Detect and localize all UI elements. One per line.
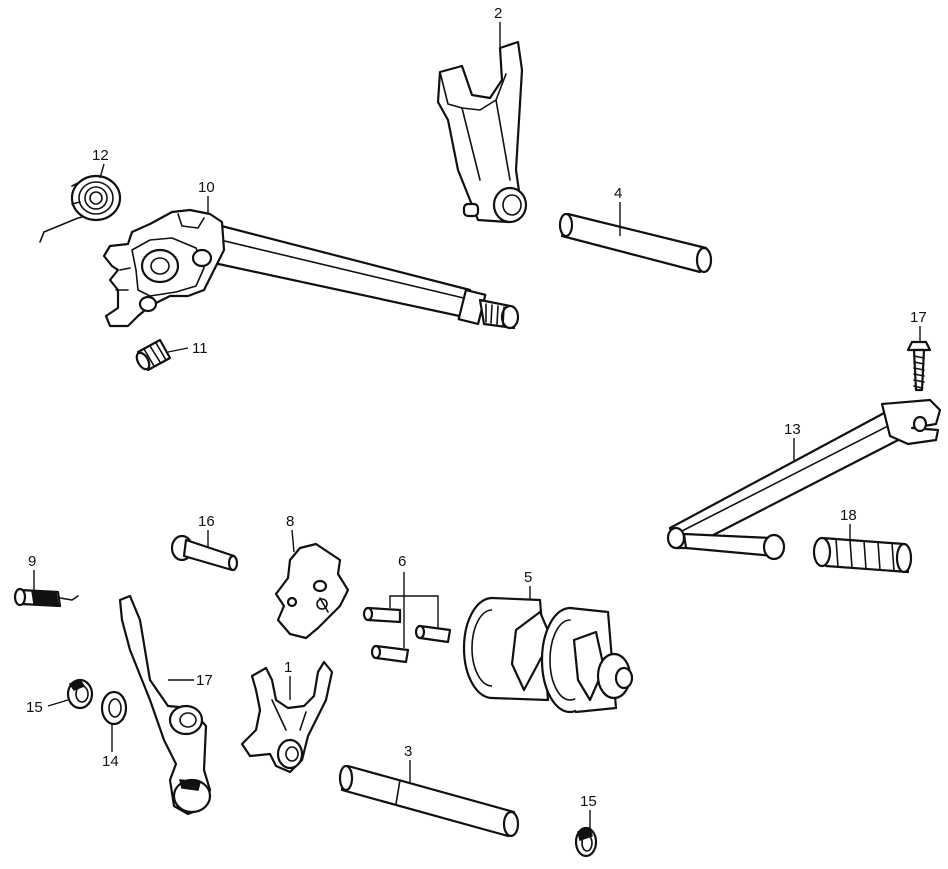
callout-4: 4 <box>614 185 622 202</box>
shift-fork-17 <box>118 594 212 816</box>
circlip-15-left <box>66 678 94 710</box>
shift-fork-1 <box>240 660 334 774</box>
callout-14: 14 <box>102 753 119 770</box>
callout-2: 2 <box>494 5 502 22</box>
callout-5: 5 <box>524 569 532 586</box>
callout-15-bottom: 15 <box>580 793 597 810</box>
washer-14 <box>100 690 128 726</box>
fork-shaft-3 <box>338 764 520 838</box>
callout-11: 11 <box>192 340 208 357</box>
callout-17-fork: 17 <box>196 672 213 689</box>
pin-bolt-16 <box>170 534 239 572</box>
circlip-15-bottom <box>574 826 598 858</box>
bolt-17 <box>906 340 932 392</box>
callout-labels: 2 4 12 10 11 17 13 18 16 8 6 5 9 17 15 1… <box>26 5 927 810</box>
callout-9: 9 <box>28 553 36 570</box>
callout-13: 13 <box>784 421 801 438</box>
callout-12: 12 <box>92 147 109 164</box>
callout-1: 1 <box>284 659 292 676</box>
shift-fork-2 <box>436 40 528 224</box>
cam-plate-8 <box>274 542 350 640</box>
spring-9 <box>13 587 79 608</box>
leader-lines <box>33 22 921 830</box>
callout-6: 6 <box>398 553 406 570</box>
gearshift-spindle-10 <box>102 208 520 330</box>
callout-8: 8 <box>286 513 294 530</box>
fork-shaft-4 <box>558 212 713 274</box>
dowel-pins-6 <box>362 606 452 664</box>
callout-18: 18 <box>840 507 857 524</box>
shift-drum-5 <box>462 596 634 714</box>
pedal-rubber-18 <box>812 536 913 574</box>
callout-17-bolt: 17 <box>910 309 927 326</box>
callout-15-left: 15 <box>26 699 43 716</box>
small-spring-11 <box>135 338 172 372</box>
callout-10: 10 <box>198 179 215 196</box>
return-spring-12 <box>39 174 122 243</box>
gearshift-pedal-13 <box>666 398 942 561</box>
callout-3: 3 <box>404 743 412 760</box>
callout-16: 16 <box>198 513 215 530</box>
